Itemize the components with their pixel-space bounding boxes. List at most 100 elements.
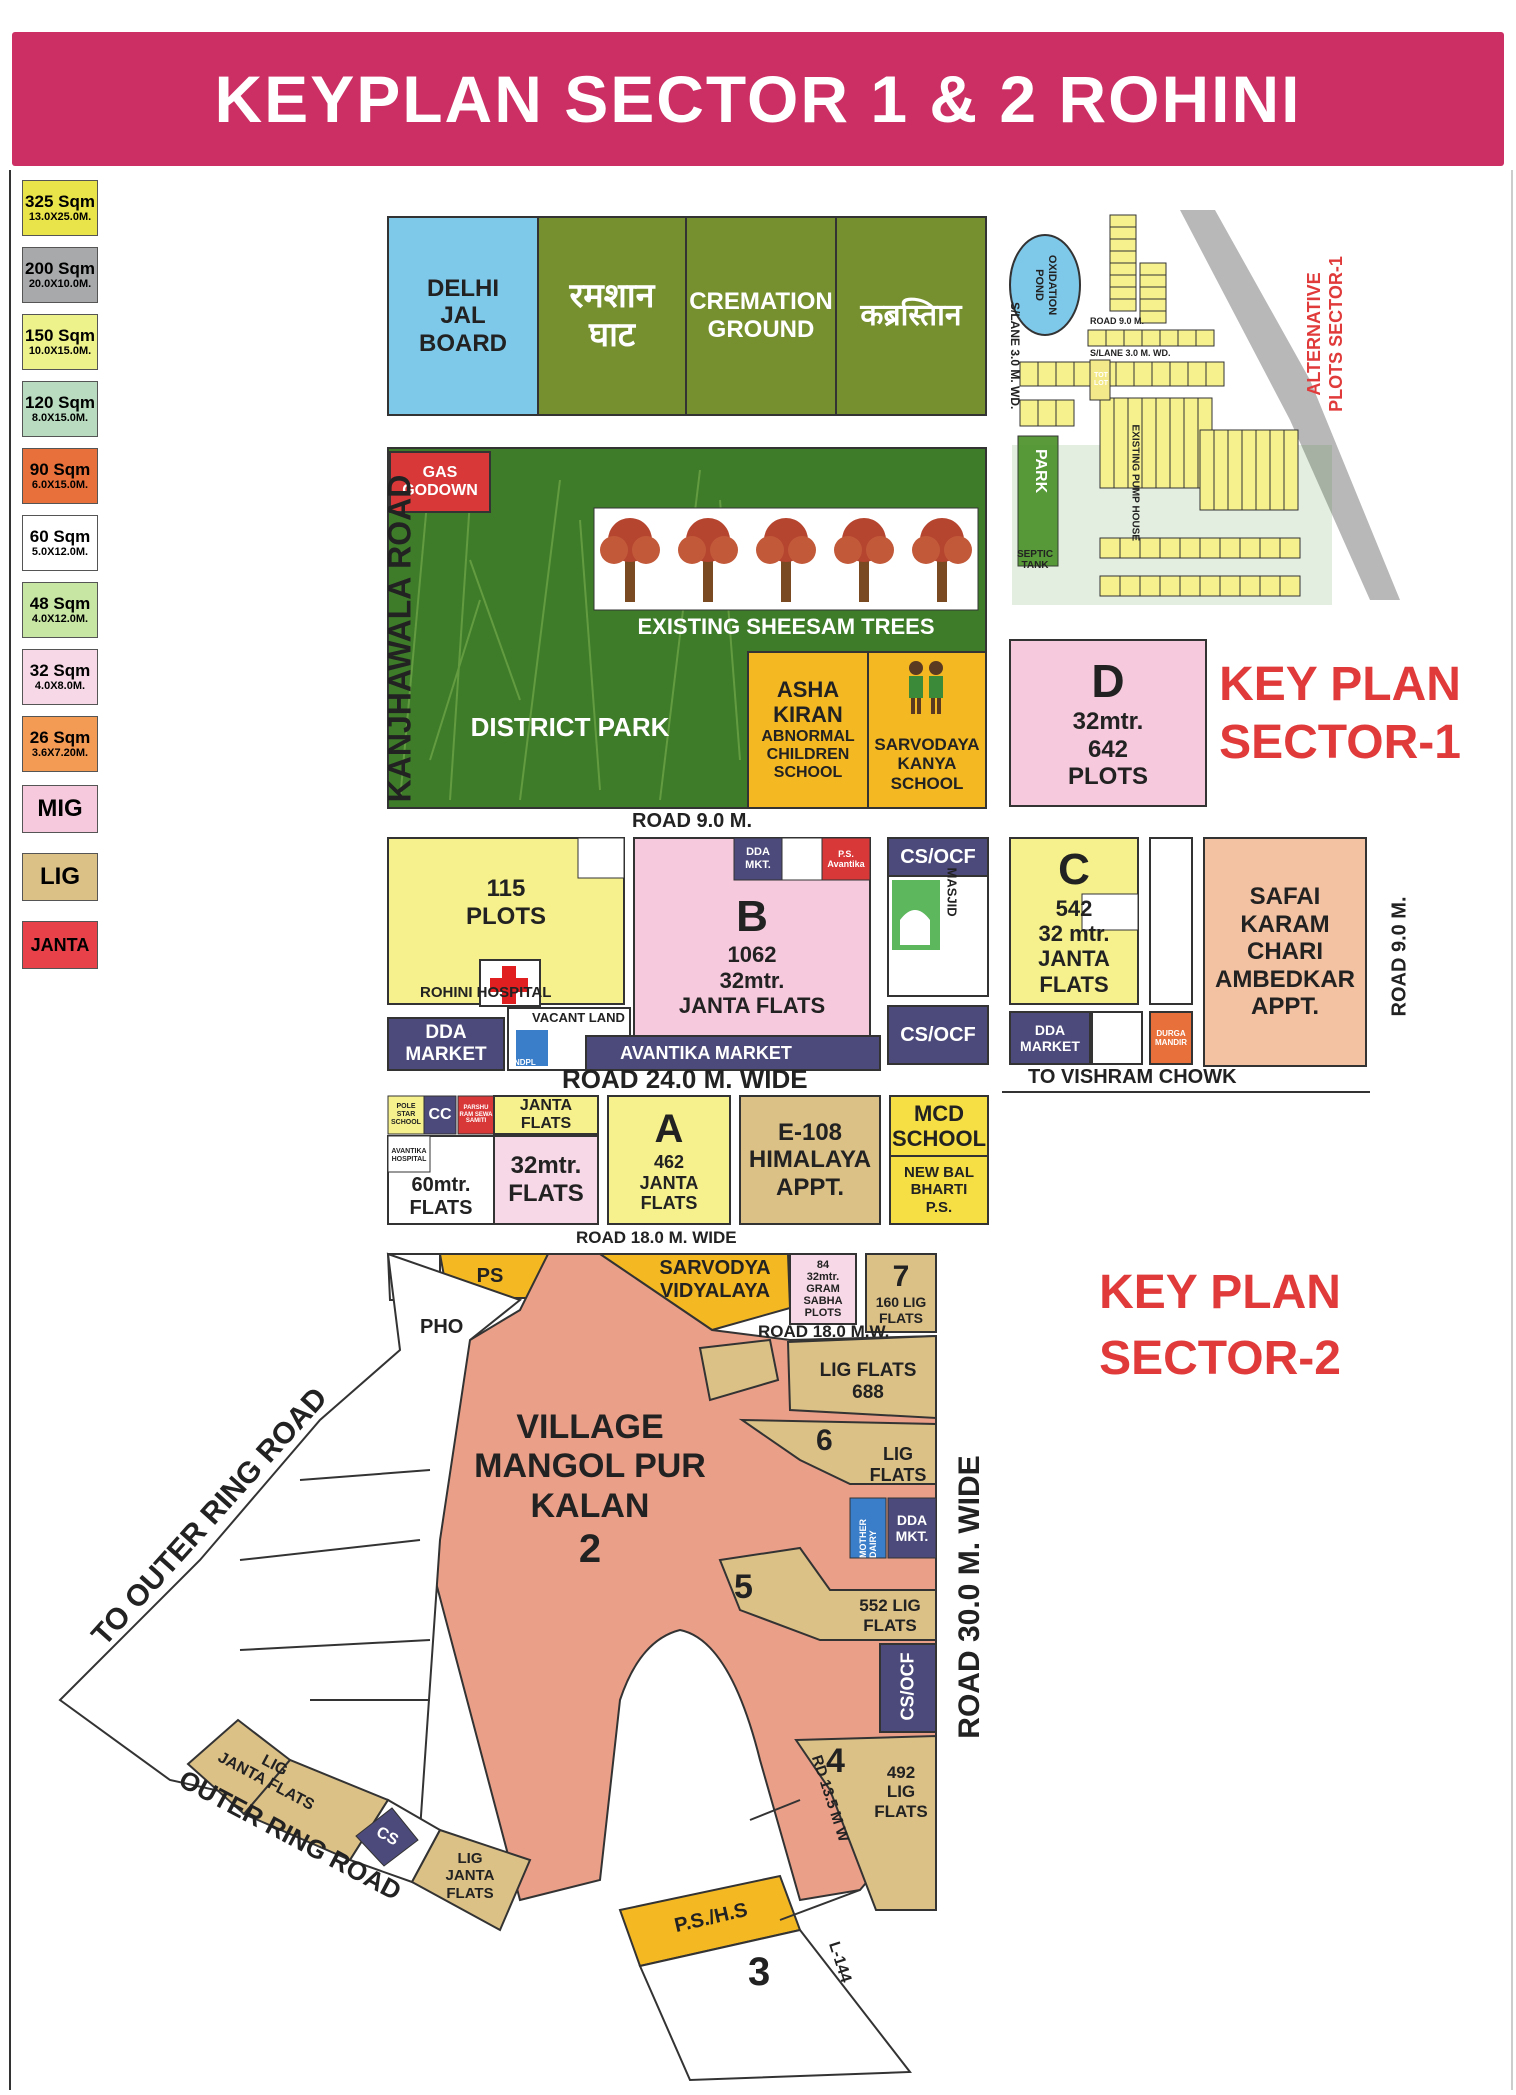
slane-3-vertical: S/LANE 3.0 M. WD. [1008,302,1022,410]
plot-cell [1037,361,1057,387]
lig-4-number: 4 [826,1742,845,1780]
plot-cell [1279,537,1301,559]
legend-area-label: LIG [40,863,80,890]
gas-godown-block [389,451,491,513]
plot-cell [1019,361,1039,387]
mcd-school-block [889,1095,989,1157]
plot-cell [1037,399,1057,427]
plot-cell [1199,537,1221,559]
legend-dims-label: 8.0X15.0M. [31,412,89,424]
legend-dims-label: 6.0X15.0M. [31,479,89,491]
sector-3-label: 3 [748,1950,771,1994]
flats-60-label: 60mtr.FLATS [409,1174,473,1219]
new-bal-bharti-block [889,1155,989,1225]
plot-cell [1109,262,1137,276]
sarvodaya-kanya-block [867,651,987,809]
avantika-market-block [585,1035,881,1071]
plot-cell [1159,329,1179,347]
plot-cell [1109,286,1137,300]
plot-cell [1141,397,1157,489]
plot-cell [1123,329,1143,347]
plot-cell [1139,537,1161,559]
plot-cell [1259,537,1281,559]
legend-area-label: 48 Sqm [29,594,91,613]
pump-house-label: EXISTING PUMP HOUSE [1129,424,1141,542]
plot-cell [1283,429,1299,511]
plot-cell [1187,361,1207,387]
e108-block [739,1095,881,1225]
to-vishram-chowk-label: TO VISHRAM CHOWK [1028,1066,1237,1088]
tree-icon [912,518,972,602]
park-1 [1017,435,1059,567]
plot-cell [1109,298,1137,312]
block-a [607,1095,731,1225]
pho-label: PHO [420,1316,464,1338]
road-18-wide-label: ROAD 18.0 M. WIDE [576,1228,737,1247]
rohini-hospital-label: ROHINI HOSPITAL [420,984,552,1001]
ps-avantika-block [821,837,871,881]
plot-cell [1199,575,1221,597]
dda-mkt-small [733,837,783,881]
plot-cell [1055,361,1075,387]
plot-cell [1109,238,1137,252]
plot-cell [1269,429,1285,511]
plot-cell [1255,429,1271,511]
plot-cell [1055,399,1075,427]
plot-cell [1139,262,1167,276]
cs-ocf-top-label: CS/OCF [900,845,976,868]
cc-label: CC [428,1105,452,1123]
flats-32-block [493,1135,599,1225]
tree-icon [756,518,816,602]
vacant-land-label: VACANT LAND [532,1010,625,1025]
lig-5-number: 5 [734,1568,753,1606]
road-9-right-label: ROAD 9.0 M. [1388,896,1411,1017]
plot-cell [1159,537,1181,559]
cs-ocf-bottom-label: CS/OCF [900,1023,976,1046]
plot-cell [1179,537,1201,559]
pole-star-block [387,1095,425,1135]
plot-cell [1239,575,1261,597]
plot-cell [1177,329,1197,347]
legend-dims-label: 10.0X15.0M. [28,345,92,357]
plot-cell [1259,575,1281,597]
slane-label: S/LANE 3.0 M. WD. [1090,348,1171,358]
lig-6-block [738,1418,937,1485]
legend-item: LIG [22,853,98,901]
plot-cell [1169,361,1189,387]
legend-dims-label: 4.0X8.0M. [34,680,86,692]
cremation-area-block [537,216,987,416]
plot-cell [1239,537,1261,559]
legend-area-label: 120 Sqm [25,393,95,412]
children-icon [900,658,952,718]
mother-dairy-block [849,1497,887,1559]
park-label: PARK [1032,449,1049,494]
plot-cell [1219,537,1241,559]
plot-cell [1109,214,1137,228]
cs-ocf-sector2 [879,1643,937,1733]
plot-cell [1139,310,1167,324]
legend-dims-label: 4.0X12.0M. [31,613,89,625]
kabristan-label: कब्रस्तिान [860,298,962,332]
plot-cell [1087,329,1107,347]
